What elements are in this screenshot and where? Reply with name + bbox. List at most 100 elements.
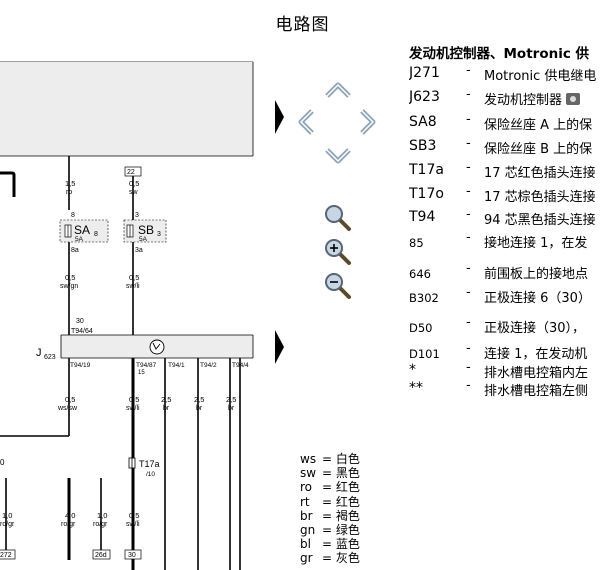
color-key-item: rt= 红色 — [300, 494, 360, 509]
color-key-item: gn= 绿色 — [300, 522, 360, 537]
legend-description: 保险丝座 A 上的保 — [484, 118, 593, 133]
wire-color: ro — [66, 189, 72, 196]
svg-text:J: J — [36, 347, 42, 359]
pin-label: T94/1 — [168, 362, 185, 369]
color-abbr: ro — [300, 480, 313, 495]
legend-description: 保险丝座 B 上的保 — [484, 142, 593, 157]
svg-text:SB: SB — [138, 223, 154, 237]
zoom-out-button[interactable] — [323, 271, 353, 301]
legend-code: J271 — [409, 65, 440, 81]
wire-label: 30 — [76, 318, 84, 325]
wire-label: 2,5 — [161, 395, 171, 404]
camera-icon[interactable] — [566, 93, 581, 105]
pin-label: T94/87 — [136, 362, 157, 369]
fuse-sb3: SB 3 5A — [123, 219, 167, 243]
wire-color: sw/li — [126, 283, 140, 290]
legend-description: 正极连接 6（30） — [484, 291, 591, 306]
zoom-fit-button[interactable] — [323, 203, 353, 233]
fuse-pin: 3 — [135, 212, 139, 219]
wire-color: ws/sw — [57, 405, 78, 412]
legend-item: J271-Motronic 供电继电 — [409, 63, 597, 84]
color-abbr: ws — [300, 452, 317, 466]
wire-color: sw/gn — [60, 283, 78, 290]
pan-up-button[interactable] — [324, 80, 352, 100]
legend-description: 连接 1，在发动机 — [484, 347, 588, 362]
legend-item: SA8-保险丝座 A 上的保 — [409, 112, 593, 133]
legend-description: 排水槽电控箱内左 — [484, 366, 589, 381]
connector-t17a: T17a /10 — [128, 457, 160, 478]
wire-color: sw/li — [126, 405, 140, 412]
relay-panel — [0, 61, 254, 157]
legend-description: 17 芯红色插头连接 — [484, 166, 596, 181]
legend-code: ** — [409, 380, 423, 396]
connector-box: 22 — [127, 169, 135, 176]
pin-label: T94/19 — [70, 362, 91, 369]
wire-label: 0,5 — [129, 395, 139, 404]
color-name: 红色 — [335, 494, 360, 509]
color-name: 红色 — [335, 480, 360, 495]
color-key-item: ws= 白色 — [300, 452, 360, 466]
wire-label: 1,5 — [65, 179, 75, 188]
wire-color: ro/gr — [0, 521, 15, 528]
legend-description: 17 芯棕色插头连接 — [484, 190, 596, 205]
color-name: 黑色 — [335, 466, 360, 481]
page-title: 电路图 — [275, 15, 330, 35]
color-name: 白色 — [335, 452, 360, 466]
legend-code: J623 — [409, 89, 440, 105]
connector-box: 26d — [95, 552, 107, 559]
wire-label: 2,5 — [194, 395, 204, 404]
wire-color: br — [196, 405, 203, 412]
pan-left-button[interactable] — [296, 108, 316, 136]
wire-label: 4,0 — [65, 511, 75, 520]
wire-label: 2,5 — [226, 395, 236, 404]
wire-color: br — [228, 405, 235, 412]
color-abbr: gn — [300, 522, 316, 537]
legend-description: 正极连接（30）， — [484, 321, 586, 336]
svg-text:T17a: T17a — [139, 459, 160, 469]
fuse-pin: 8a — [71, 247, 79, 254]
color-abbr: gr — [300, 551, 313, 566]
legend-code: D101 — [409, 347, 440, 361]
color-key-item: gr= 灰色 — [300, 551, 360, 566]
legend-code: T17a — [409, 162, 444, 178]
wire-label: 1,0 — [97, 511, 107, 520]
color-abbr: sw — [300, 466, 317, 481]
legend-description: 接地连接 1，在发 — [484, 236, 588, 251]
legend-item: T17a-17 芯红色插头连接 — [409, 160, 596, 181]
circuit-diagram: 1,5 ro 8 SA 8 5A 8a 0,5 sw/gn 30 T94/64 … — [0, 61, 284, 570]
svg-text:0: 0 — [0, 458, 5, 467]
connector-label: T94/64 — [71, 328, 93, 335]
color-abbr: rt — [300, 494, 310, 509]
color-key-item: sw= 黑色 — [300, 466, 360, 481]
legend-code: * — [409, 362, 416, 378]
pin-sub: 15 — [138, 370, 145, 376]
connector-box: 30 — [128, 552, 136, 559]
connector-box: 272 — [0, 552, 12, 559]
color-abbr: bl — [300, 537, 311, 552]
wire-label: 0,5 — [129, 179, 139, 188]
legend-code: 85 — [409, 236, 424, 250]
panel-right-arrow-icon — [275, 100, 284, 134]
wire-color: ro/gr — [61, 521, 76, 528]
svg-text:5A: 5A — [139, 236, 148, 243]
pan-down-button[interactable] — [324, 146, 352, 166]
color-name: 灰色 — [335, 551, 360, 566]
svg-text:623: 623 — [44, 354, 56, 361]
legend-code: D50 — [409, 321, 433, 335]
fuse-pin: 8 — [71, 212, 75, 219]
legend-code: B302 — [409, 291, 439, 305]
color-key-item: bl= 蓝色 — [300, 537, 360, 552]
legend-item: B302-正极连接 6（30） — [409, 285, 591, 306]
pin-label: T94/2 — [200, 362, 217, 369]
zoom-in-button[interactable] — [323, 237, 353, 267]
svg-text:8: 8 — [94, 231, 98, 238]
legend-description: 发动机控制器 — [484, 89, 581, 108]
legend-code: T17o — [409, 186, 444, 202]
svg-text:/10: /10 — [146, 471, 155, 478]
legend-item: SB3-保险丝座 B 上的保 — [409, 136, 593, 157]
legend-code: SA8 — [409, 114, 437, 130]
pan-right-button[interactable] — [358, 108, 378, 136]
legend-item: **-排水槽电控箱左侧 — [409, 378, 589, 399]
